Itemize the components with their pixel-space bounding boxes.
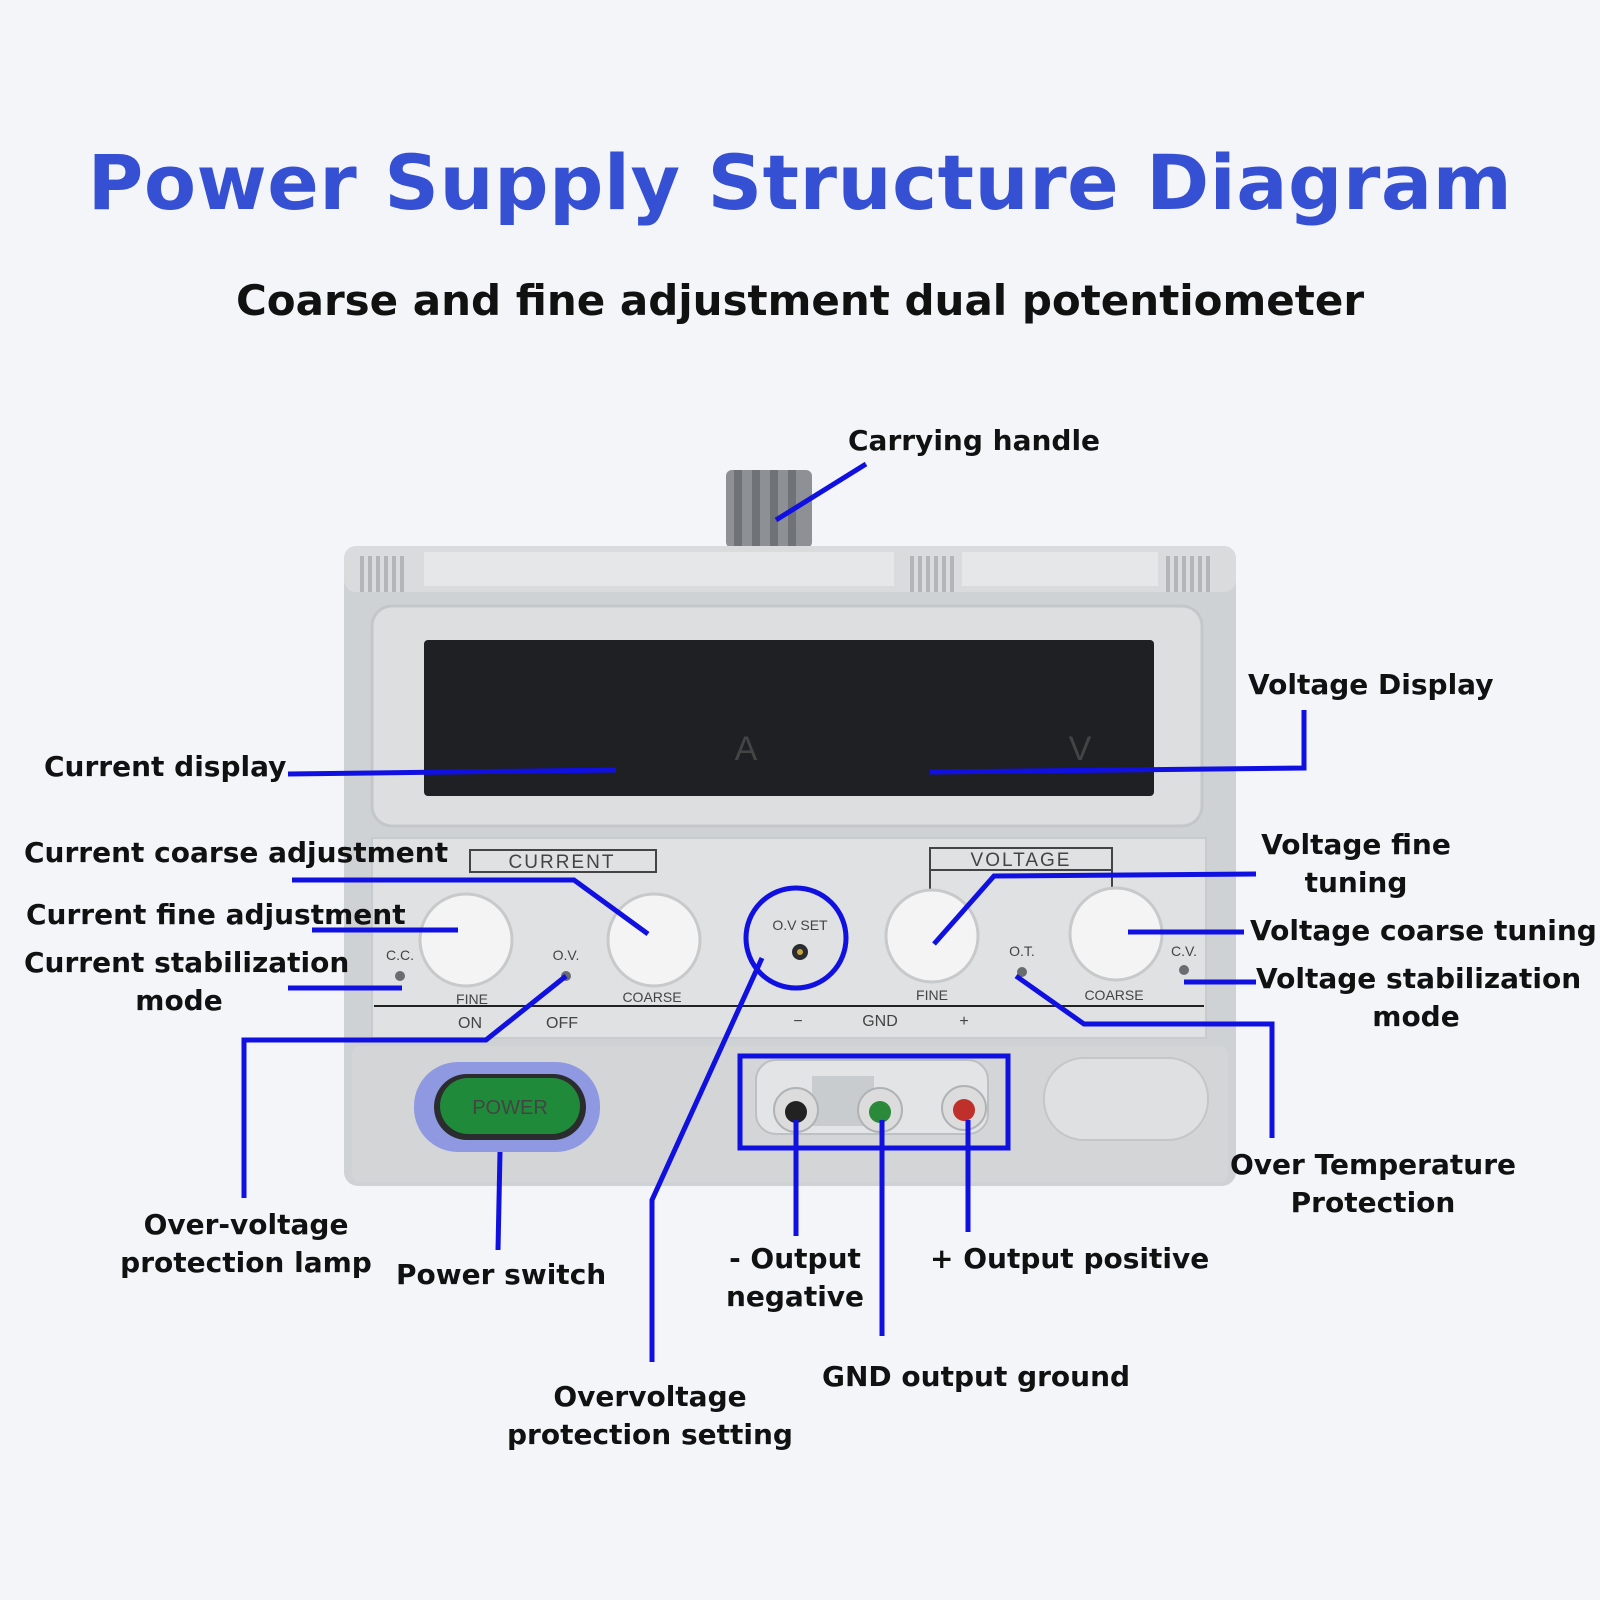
leader-handle (774, 461, 868, 523)
leader-terminals-box (737, 1053, 1011, 1151)
label-ov-lamp: Over-voltage protection lamp (116, 1206, 376, 1282)
current-coarse-text: COARSE (622, 989, 681, 1005)
label-voltage-stab: Voltage stabilization mode (1256, 960, 1582, 1036)
power-text: POWER (472, 1097, 548, 1119)
current-coarse-knob[interactable] (606, 892, 702, 988)
label-voltage-coarse: Voltage coarse tuning (1250, 914, 1597, 947)
label-ov-lamp-line2: protection lamp (120, 1246, 372, 1279)
current-header-text: CURRENT (509, 852, 616, 873)
power-button[interactable]: POWER (414, 1062, 600, 1152)
display-a-label: A (735, 730, 758, 768)
label-voltage-fine-line1: Voltage fine (1261, 828, 1451, 861)
voltage-fine-knob[interactable] (884, 888, 980, 984)
label-voltage-fine: Voltage fine tuning (1236, 826, 1476, 902)
diagram-title: Power Supply Structure Diagram (87, 138, 1513, 227)
label-power-switch: Power switch (396, 1258, 607, 1291)
output-terminals (755, 1059, 989, 1135)
voltage-header-text: VOLTAGE (971, 850, 1072, 871)
cc-lamp (395, 971, 405, 981)
label-voltage-stab-line1: Voltage stabilization (1256, 962, 1582, 995)
label-voltage-display: Voltage Display (1248, 668, 1494, 701)
diagram-subtitle: Coarse and fine adjustment dual potentio… (235, 276, 1365, 325)
current-header: CURRENT (469, 849, 657, 873)
voltage-header: VOLTAGE (929, 847, 1113, 890)
off-text: OFF (546, 1015, 578, 1032)
ov-text: O.V. (553, 947, 580, 963)
label-gnd-output: GND output ground (822, 1360, 1131, 1393)
label-ov-setting: Overvoltage protection setting (500, 1378, 800, 1454)
voltage-coarse-text: COARSE (1084, 987, 1143, 1003)
leader-voltage-display (929, 710, 1307, 775)
label-ov-lamp-line1: Over-voltage (143, 1208, 349, 1241)
leader-voltage-fine (932, 871, 1257, 946)
ot-lamp (1017, 967, 1027, 977)
label-voltage-fine-line2: tuning (1304, 866, 1408, 899)
label-carrying-handle: Carrying handle (848, 424, 1101, 457)
label-current-fine: Current fine adjustment (26, 898, 406, 931)
label-current-stab-line1: Current stabilization (24, 946, 350, 979)
current-fine-knob[interactable] (418, 892, 514, 988)
leader-ov-set-ring (743, 885, 849, 991)
label-output-negative: - Output negative (700, 1240, 890, 1316)
gnd-text: GND (862, 1013, 898, 1030)
cv-lamp (1179, 965, 1189, 975)
voltage-fine-text: FINE (916, 987, 948, 1003)
current-fine-text: FINE (456, 991, 488, 1007)
ot-text: O.T. (1009, 943, 1035, 959)
blank-plate (1043, 1057, 1209, 1141)
display-window: A V (424, 640, 1154, 796)
label-current-stab-line2: mode (135, 984, 223, 1017)
label-voltage-stab-line2: mode (1372, 1000, 1460, 1033)
label-ov-setting-line2: protection setting (507, 1418, 793, 1451)
plus-text: + (959, 1013, 968, 1030)
leader-ov-lamp (241, 974, 568, 1198)
ov-set-text: O.V SET (772, 917, 828, 933)
label-over-temp: Over Temperature Protection (1228, 1146, 1518, 1222)
cv-text: C.V. (1171, 943, 1197, 959)
leader-over-temp (1014, 973, 1275, 1138)
leader-lines (241, 461, 1307, 1362)
leader-current-coarse (292, 877, 650, 937)
minus-text: − (793, 1013, 802, 1030)
cc-text: C.C. (386, 947, 414, 963)
label-over-temp-line1: Over Temperature (1229, 1148, 1516, 1181)
label-current-display: Current display (44, 750, 287, 783)
label-output-positive: + Output positive (930, 1242, 1210, 1275)
label-over-temp-line2: Protection (1290, 1186, 1456, 1219)
leader-current-display (287, 767, 617, 777)
label-current-stab: Current stabilization mode (24, 944, 350, 1020)
leader-ov-set (649, 956, 765, 1362)
leader-power (495, 1151, 503, 1251)
label-output-negative-line1: - Output (729, 1242, 861, 1275)
display-v-label: V (1069, 730, 1092, 768)
label-current-coarse: Current coarse adjustment (24, 836, 449, 869)
ov-set-control[interactable]: O.V SET (772, 917, 828, 960)
label-output-negative-line2: negative (725, 1280, 865, 1313)
label-ov-setting-line1: Overvoltage (553, 1380, 747, 1413)
on-text: ON (458, 1015, 482, 1032)
carrying-handle (726, 470, 812, 548)
